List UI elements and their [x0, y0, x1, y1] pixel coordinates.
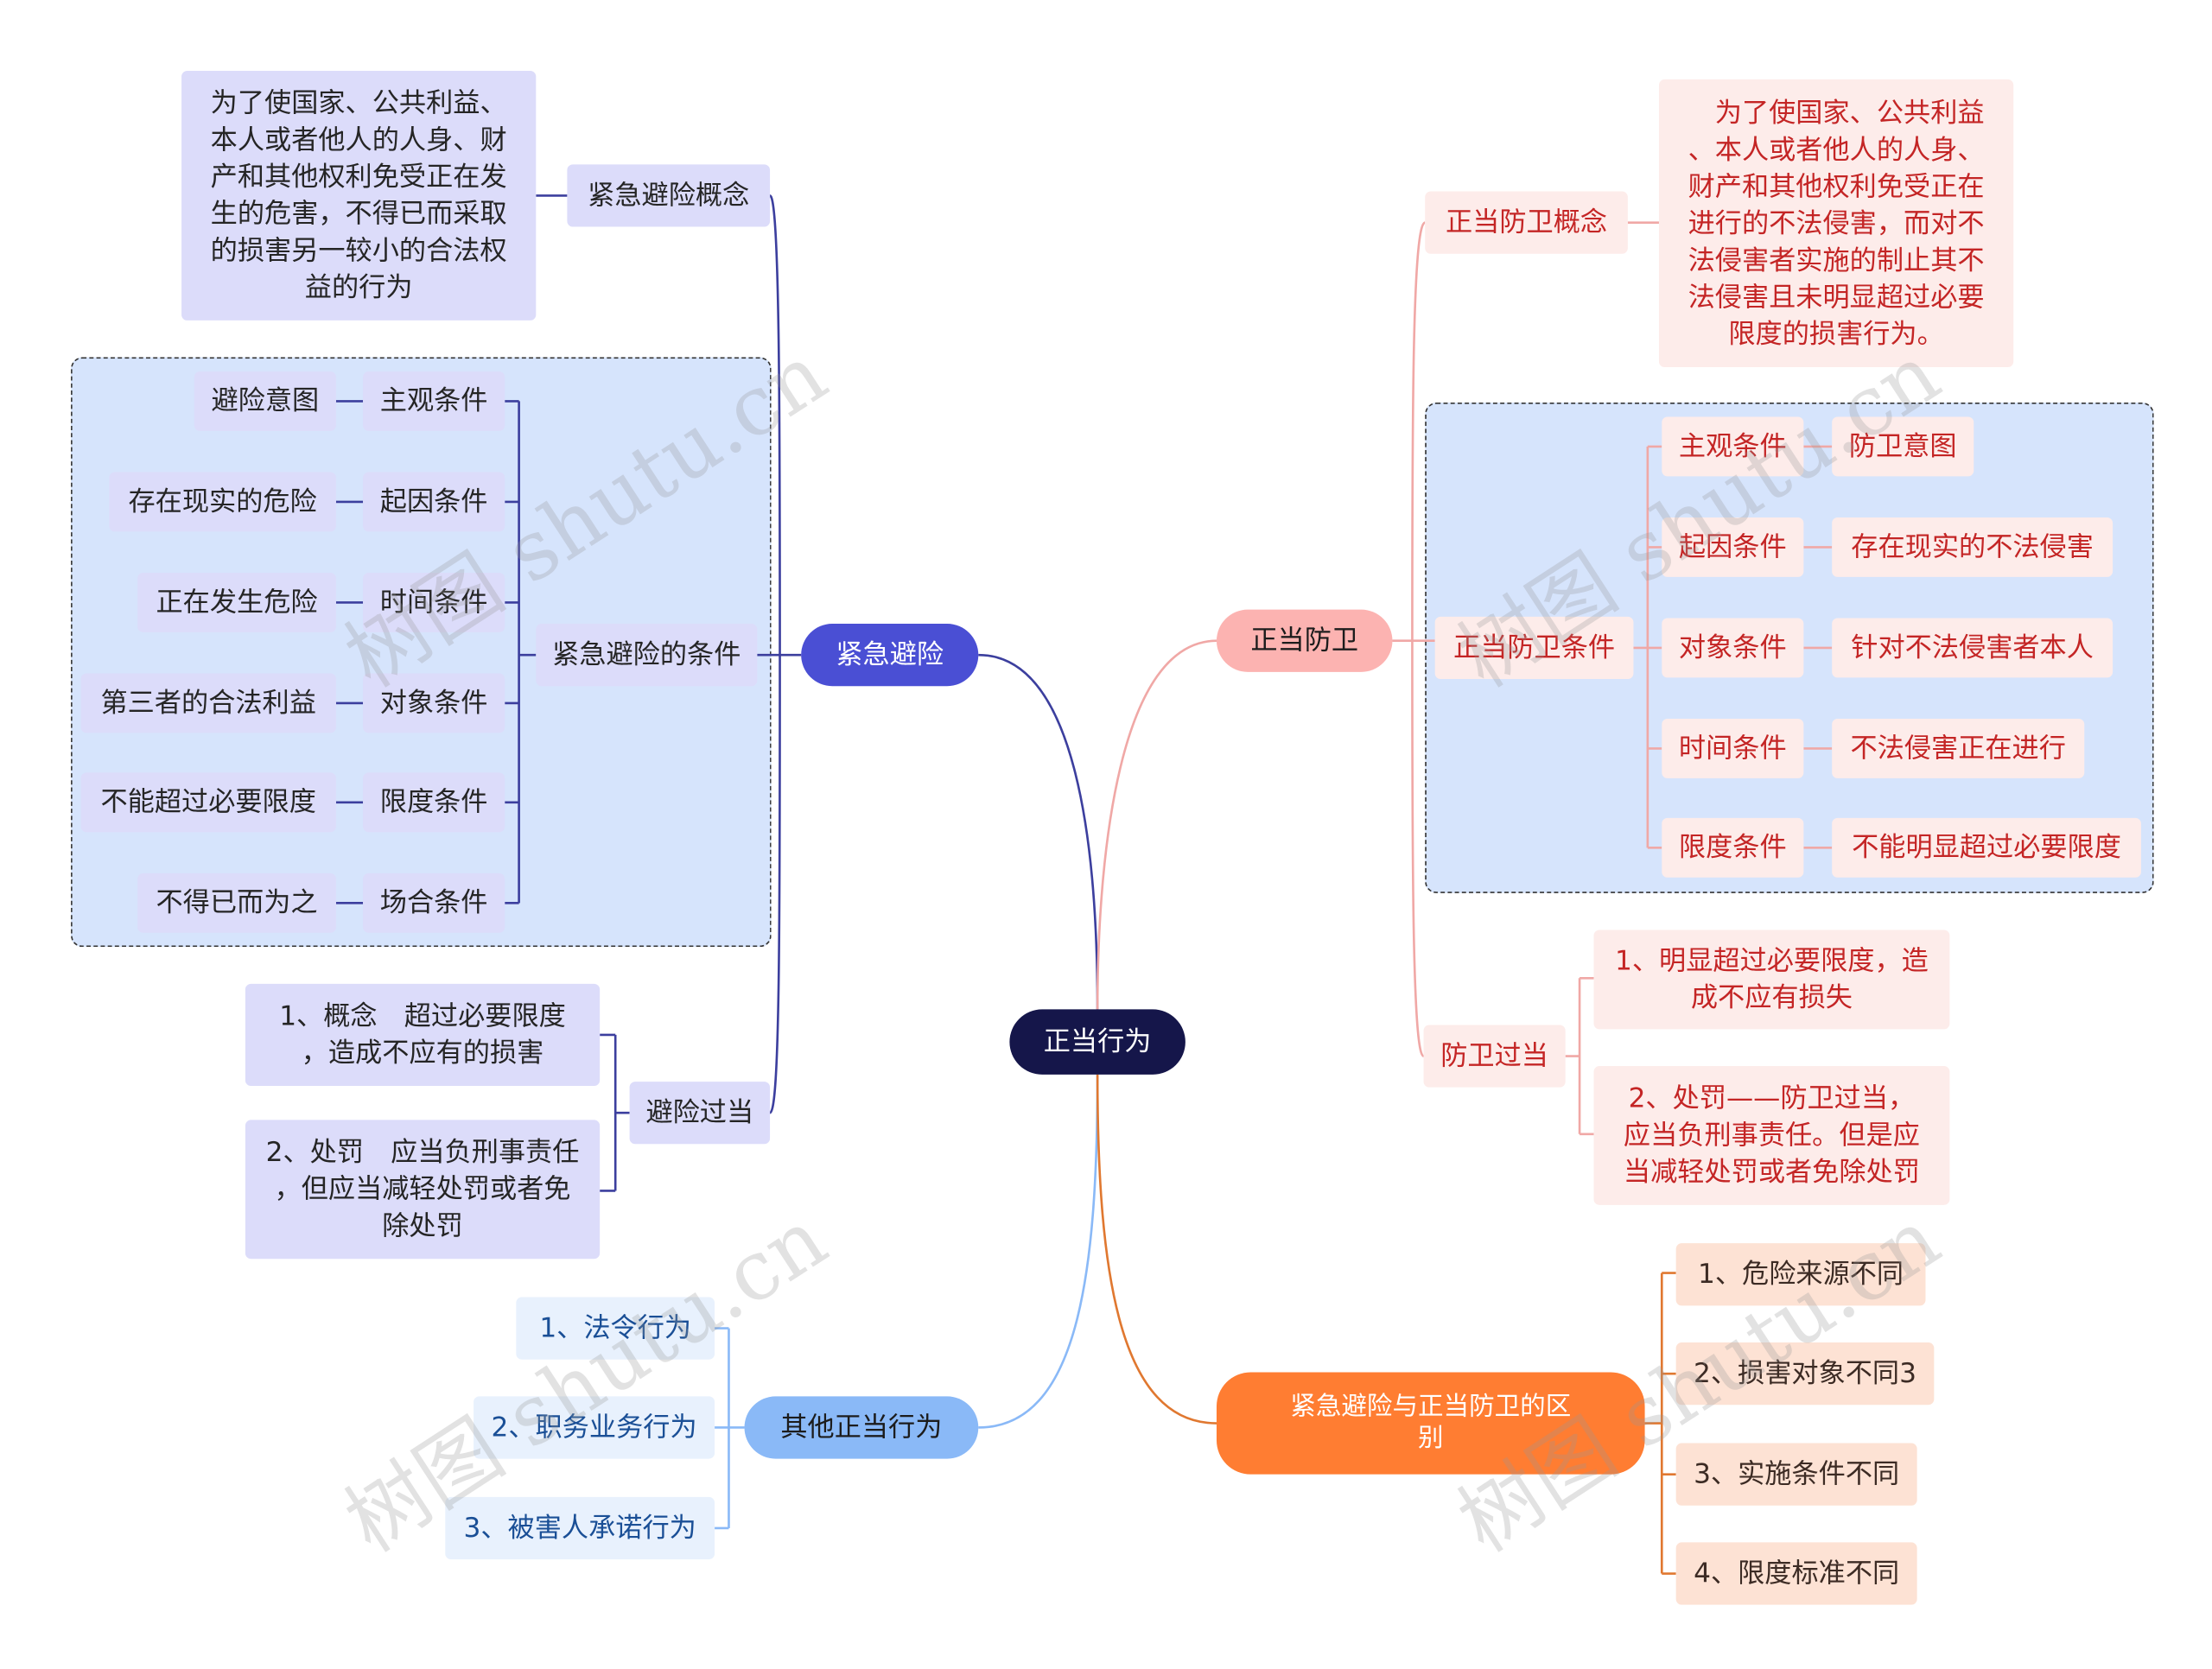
emergency-conditions-label[interactable]: 紧急避险的条件	[536, 624, 758, 687]
defense-condition-name[interactable]: 时间条件	[1662, 718, 1804, 778]
emergency-condition-value[interactable]: 第三者的合法利益	[80, 673, 336, 733]
difference-branch[interactable]: 紧急避险与正当防卫的区 别	[1216, 1372, 1645, 1475]
root-node[interactable]: 正当行为	[1009, 1009, 1185, 1075]
difference-item[interactable]: 3、实施条件不同	[1675, 1443, 1917, 1506]
emergency-condition-name[interactable]: 场合条件	[363, 873, 505, 933]
emergency-condition-value[interactable]: 不能超过必要限度	[80, 772, 336, 833]
defense-condition-value[interactable]: 不能明显超过必要限度	[1832, 817, 2141, 878]
emergency-condition-value[interactable]: 存在现实的危险	[109, 472, 336, 532]
defense-concept-text[interactable]: 为了使国家、公共利益 、本人或者他人的人身、 财产和其他权利免受正在 进行的不法…	[1658, 79, 2014, 368]
emergency-condition-name[interactable]: 时间条件	[363, 572, 505, 632]
defense-condition-value[interactable]: 不法侵害正在进行	[1832, 718, 2085, 778]
emergency-condition-name[interactable]: 主观条件	[363, 371, 505, 431]
defense-concept-label[interactable]: 正当防卫概念	[1425, 191, 1628, 254]
emergency-concept-label[interactable]: 紧急避险概念	[567, 164, 771, 227]
other-item[interactable]: 2、职务业务行为	[474, 1396, 715, 1459]
emergency-condition-value[interactable]: 正在发生危险	[137, 572, 336, 632]
emergency-condition-value[interactable]: 避险意图	[194, 371, 336, 431]
defense-excess-item[interactable]: 1、明显超过必要限度，造 成不应有损失	[1593, 930, 1950, 1030]
defense-condition-name[interactable]: 对象条件	[1662, 618, 1804, 678]
defense-branch[interactable]: 正当防卫	[1216, 609, 1393, 672]
defense-excess-item[interactable]: 2、处罚——防卫过当， 应当负刑事责任。但是应 当减轻处罚或者免除处罚	[1593, 1066, 1950, 1205]
defense-condition-value[interactable]: 存在现实的不法侵害	[1832, 517, 2113, 577]
difference-item[interactable]: 4、限度标准不同	[1675, 1542, 1917, 1605]
defense-conditions-label[interactable]: 正当防卫条件	[1434, 616, 1634, 680]
emergency-excess-label[interactable]: 避险过当	[629, 1082, 771, 1145]
other-branch[interactable]: 其他正当行为	[744, 1396, 979, 1459]
defense-excess-label[interactable]: 防卫过当	[1423, 1025, 1566, 1088]
emergency-condition-name[interactable]: 对象条件	[363, 673, 505, 733]
defense-condition-name[interactable]: 主观条件	[1662, 416, 1804, 477]
emergency-concept-text[interactable]: 为了使国家、公共利益、 本人或者他人的人身、财 产和其他权利免受正在发 生的危害…	[181, 71, 537, 320]
emergency-excess-item[interactable]: 2、处罚 应当负刑事责任 ，但应当减轻处罚或者免 除处罚	[245, 1120, 601, 1260]
difference-item[interactable]: 2、损害对象不同3	[1675, 1342, 1935, 1406]
defense-condition-name[interactable]: 限度条件	[1662, 817, 1804, 878]
emergency-branch[interactable]: 紧急避险	[801, 624, 979, 687]
emergency-condition-value[interactable]: 不得已而为之	[137, 873, 336, 933]
defense-condition-value[interactable]: 针对不法侵害者本人	[1832, 618, 2113, 678]
emergency-condition-name[interactable]: 起因条件	[363, 472, 505, 532]
other-item[interactable]: 1、法令行为	[516, 1297, 715, 1360]
emergency-excess-item[interactable]: 1、概念 超过必要限度 ，造成不应有的损害	[245, 983, 601, 1087]
difference-item[interactable]: 1、危险来源不同	[1675, 1243, 1926, 1306]
other-item[interactable]: 3、被害人承诺行为	[445, 1496, 715, 1560]
emergency-condition-name[interactable]: 限度条件	[363, 772, 505, 833]
defense-condition-value[interactable]: 防卫意图	[1832, 416, 1974, 477]
defense-condition-name[interactable]: 起因条件	[1662, 517, 1804, 577]
